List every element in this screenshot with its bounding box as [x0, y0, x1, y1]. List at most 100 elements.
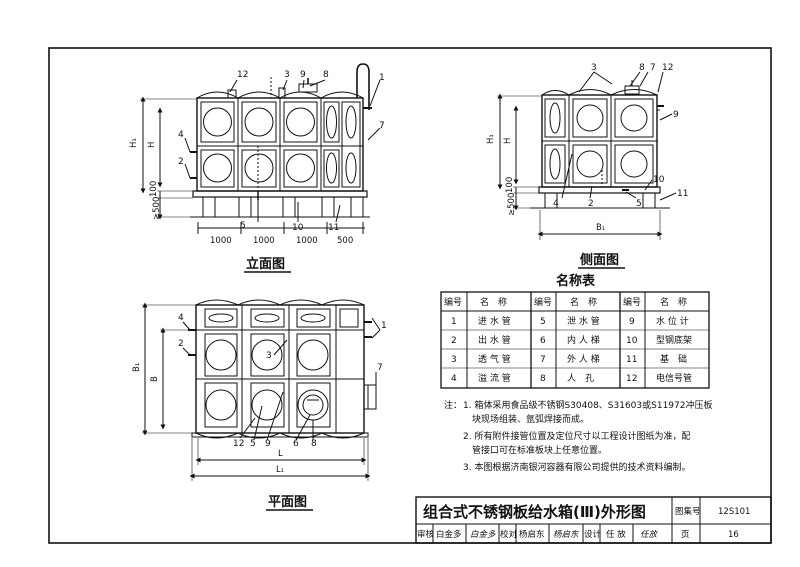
table-header: 名 称	[480, 296, 507, 308]
plan-tank-body	[195, 304, 365, 434]
dim-1000-b: 1000	[253, 236, 275, 246]
plan-callout-1: 1	[381, 321, 387, 331]
callout-7: 7	[379, 121, 385, 131]
check-label: 校对	[500, 529, 518, 540]
name-table	[440, 291, 710, 389]
note-line: 3. 本图根据济南银河容器有限公司提供的技术资料编制。	[463, 461, 690, 473]
side-view	[497, 71, 677, 240]
table-header: 编号	[444, 296, 462, 308]
design-signature: 任放	[640, 529, 659, 540]
callout-11: 11	[328, 223, 339, 233]
table-cell: 5	[540, 317, 546, 327]
drawing-frame	[48, 47, 772, 544]
title-block	[415, 496, 772, 544]
plan-callout-8: 8	[311, 439, 317, 449]
side-dim-500: ≥500	[507, 193, 517, 216]
dim-1000-a: 1000	[210, 236, 232, 246]
side-dim-100: 100	[505, 177, 515, 193]
side-callouts: 3 8 7 12 9 4 2 10 5 11 H₁ H 100 ≥500 B₁	[486, 63, 688, 233]
dim-500: 500	[337, 236, 353, 246]
table-cell: 12	[626, 374, 637, 384]
callout-2: 2	[178, 157, 184, 167]
side-callout-7: 7	[650, 63, 656, 73]
name-table-cells: 编号 名 称 编号 名 称 编号 名 称 1 进 水 管 5 泄 水 管 9 水…	[444, 296, 692, 384]
elevation-callouts: 12 3 9 8 1 4 2 7 5 10 11 H₁ H 100 ≥500 1…	[129, 70, 385, 246]
elevation-view	[140, 63, 381, 234]
plan-callout-3: 3	[266, 351, 272, 361]
callout-10: 10	[292, 223, 304, 233]
side-callout-5: 5	[636, 199, 642, 209]
callout-1: 1	[379, 73, 385, 83]
plan-callout-4: 4	[178, 313, 184, 323]
table-cell: 3	[451, 355, 457, 365]
note-line: 管接口可在标准板块上任意位置。	[472, 444, 607, 456]
side-title: 侧面图	[580, 252, 619, 268]
table-cell: 11	[626, 355, 637, 365]
plan-callout-5: 5	[250, 439, 256, 449]
side-callout-3: 3	[591, 63, 597, 73]
table-header: 编号	[534, 296, 552, 308]
table-cell: 溢 流 管	[478, 372, 511, 384]
table-cell: 9	[629, 317, 635, 327]
table-cell: 出 水 管	[478, 334, 511, 346]
note-line: 块现场组装、氩弧焊接而成。	[472, 413, 589, 425]
dim-h1: H₁	[129, 138, 139, 148]
note-line: 2. 所有附件接管位置及定位尺寸以工程设计图纸为准，配	[463, 430, 690, 442]
dim-100: 100	[149, 181, 159, 197]
side-callout-4: 4	[553, 199, 559, 209]
table-cell: 外 人 梯	[567, 353, 600, 365]
side-dim-h: H	[503, 138, 513, 144]
note-line: 1. 箱体采用食品级不锈钢S30408、S31603或S11972冲压板	[463, 399, 712, 411]
side-callout-10: 10	[653, 175, 665, 185]
table-cell: 7	[540, 355, 546, 365]
plan-dim-b: B	[150, 376, 160, 382]
notes-prefix: 注：	[444, 399, 462, 411]
review-name: 白金多	[436, 529, 462, 540]
table-cell: 10	[626, 336, 638, 346]
plan-dim-l: L	[278, 449, 283, 459]
table-cell: 型钢底架	[656, 334, 692, 346]
plan-view	[142, 299, 381, 481]
plan-callout-7: 7	[377, 363, 383, 373]
callout-8: 8	[323, 70, 329, 80]
side-dim-h1: H₁	[486, 134, 496, 144]
title-block-text: 组合式不锈钢板给水箱(Ⅲ)外形图 图集号 12S101 审核 白金多 白金多 校…	[417, 503, 750, 540]
table-cell: 4	[451, 374, 457, 384]
dim-500: ≥500	[152, 197, 162, 220]
plan-dim-b1: B₁	[132, 363, 142, 372]
table-cell: 透 气 管	[478, 353, 511, 365]
table-cell: 泄 水 管	[567, 315, 600, 327]
side-callout-12: 12	[662, 63, 673, 73]
callout-12: 12	[237, 70, 248, 80]
plan-callout-2: 2	[178, 339, 184, 349]
dim-h: H	[147, 142, 157, 148]
side-callout-11: 11	[677, 189, 688, 199]
callout-3: 3	[284, 70, 290, 80]
review-signature: 白金多	[470, 529, 496, 540]
callout-5: 5	[240, 221, 246, 231]
atlas-number: 12S101	[718, 507, 750, 517]
elevation-title: 立面图	[246, 256, 285, 272]
plan-title: 平面图	[268, 495, 307, 510]
table-cell: 2	[451, 336, 457, 346]
plan-dim-l1: L₁	[276, 465, 284, 475]
plan-callout-12: 12	[233, 439, 244, 449]
table-cell: 1	[451, 317, 457, 327]
table-cell: 电信号管	[656, 372, 692, 384]
table-cell: 6	[540, 336, 546, 346]
table-cell: 内 人 梯	[567, 334, 600, 346]
table-cell: 基 础	[660, 353, 687, 365]
check-name: 杨启东	[519, 529, 545, 540]
name-table-title: 名称表	[556, 273, 596, 289]
design-label: 设计	[584, 529, 602, 540]
table-header: 名 称	[660, 296, 687, 308]
callout-9: 9	[300, 70, 306, 80]
table-header: 编号	[623, 296, 641, 308]
table-cell: 进 水 管	[478, 315, 511, 327]
review-label: 审核	[417, 529, 435, 540]
table-header: 名 称	[570, 296, 597, 308]
check-signature: 杨启东	[553, 529, 580, 540]
drawing-title: 组合式不锈钢板给水箱(Ⅲ)外形图	[423, 503, 646, 521]
plan-callout-9: 9	[265, 439, 271, 449]
